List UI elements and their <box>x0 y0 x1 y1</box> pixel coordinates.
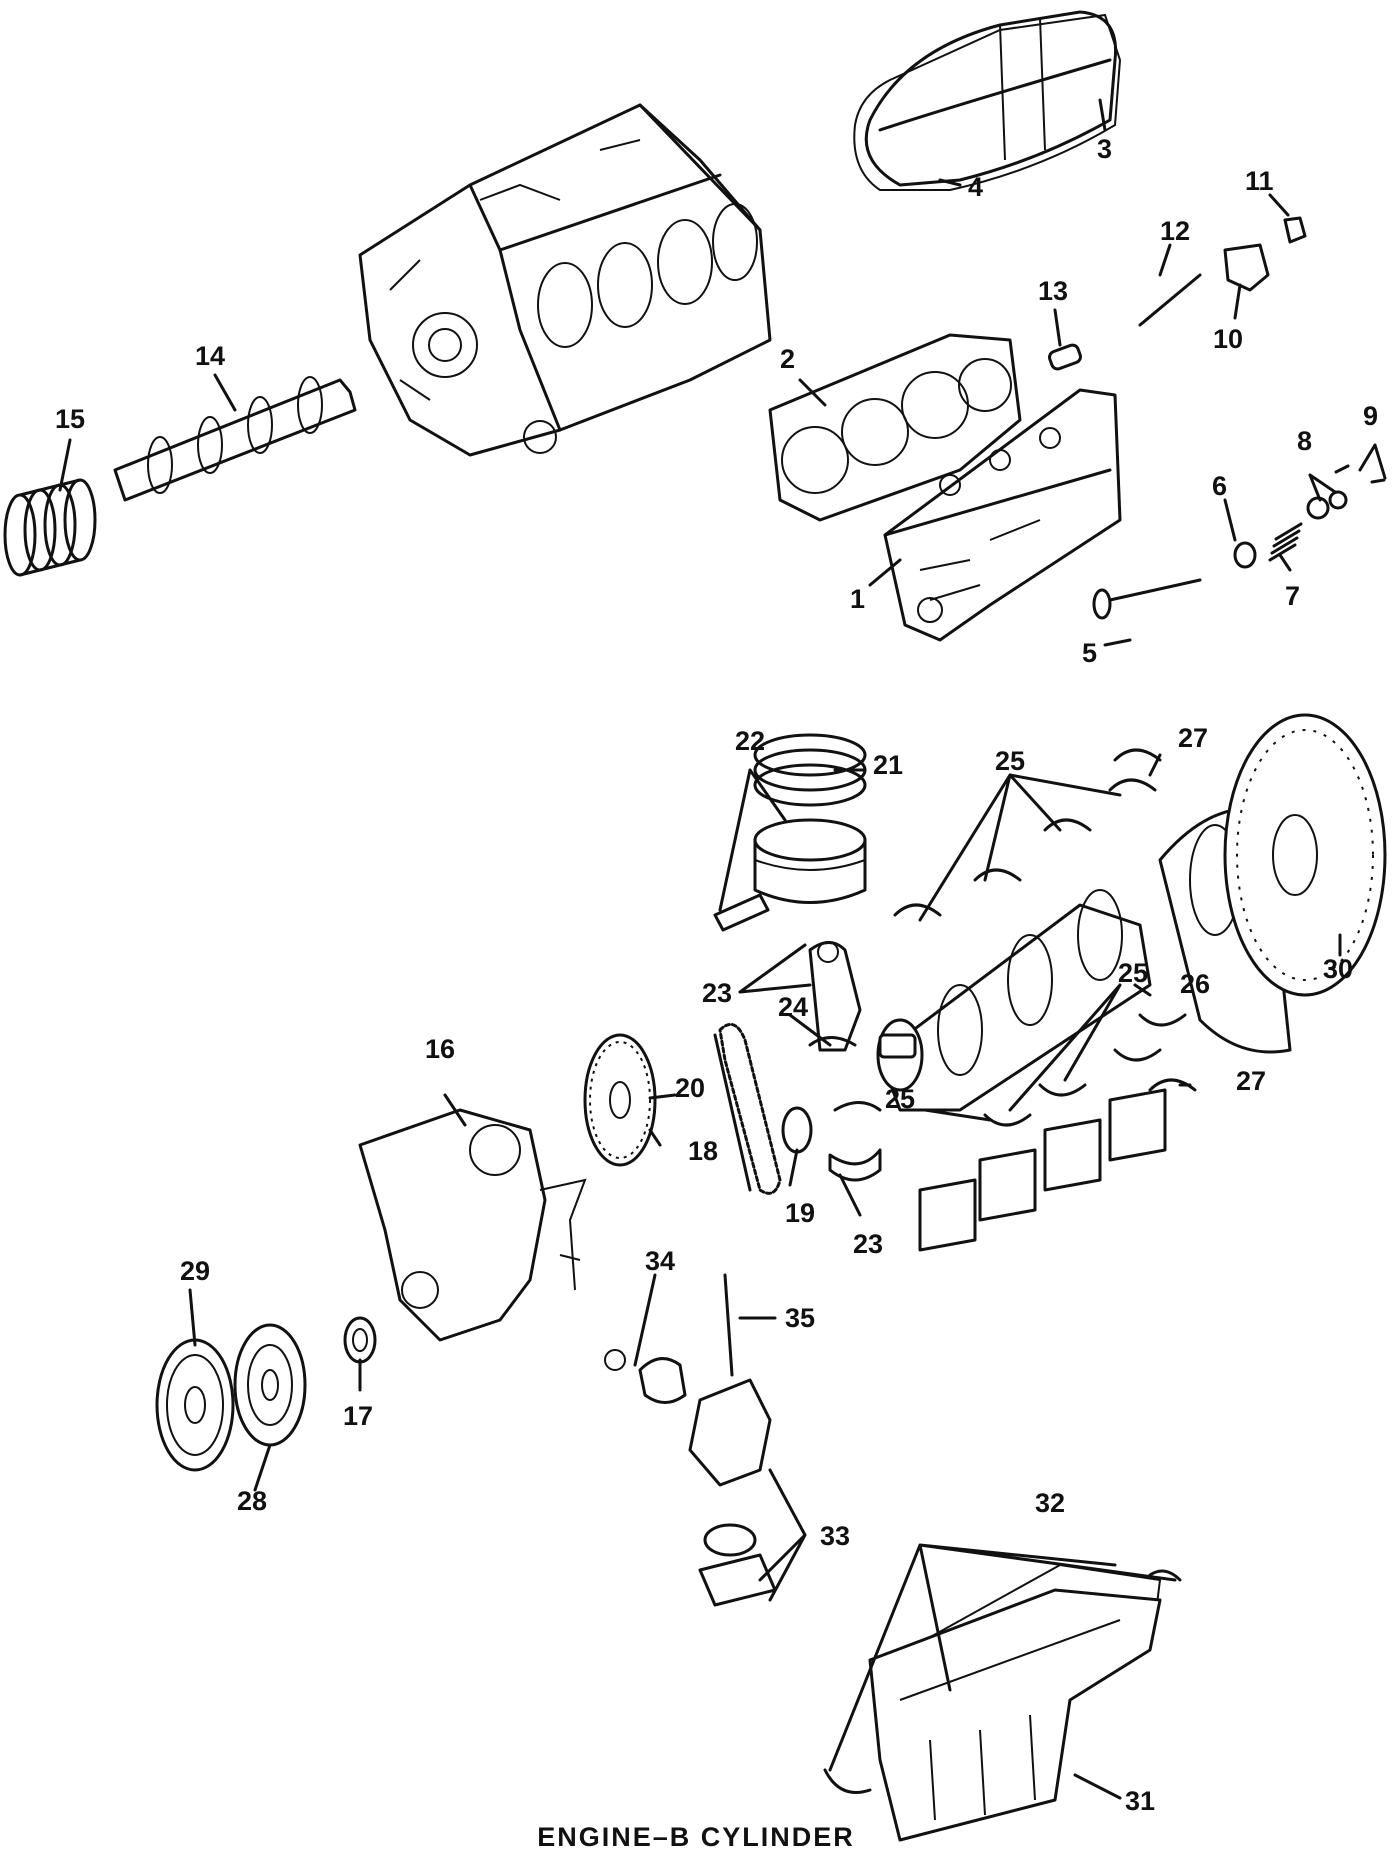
callout-10: 10 <box>1213 324 1243 354</box>
callout-17: 17 <box>343 1401 373 1431</box>
timing-cover <box>358 1108 587 1342</box>
valve-retainer <box>1306 490 1348 520</box>
callout-13: 13 <box>1038 276 1068 306</box>
rocker-arm <box>1223 243 1270 292</box>
lifter <box>1048 343 1082 371</box>
front-seal <box>343 1316 377 1364</box>
callout-33: 33 <box>820 1521 850 1551</box>
callout-3: 3 <box>1097 134 1112 164</box>
callout-25a: 25 <box>995 746 1025 776</box>
diagram-caption: ENGINE–B CYLINDER <box>537 1822 855 1852</box>
oil-pan <box>868 1588 1162 1842</box>
callout-9: 9 <box>1363 401 1378 431</box>
main-bearings <box>893 778 1187 1127</box>
callout-21: 21 <box>873 750 903 780</box>
oil-pump-shaft <box>723 1273 734 1377</box>
connecting-rod <box>808 941 862 1052</box>
callout-25b: 25 <box>1118 958 1148 988</box>
crank-pulley <box>155 1338 235 1472</box>
callout-4: 4 <box>968 172 983 202</box>
callout-29: 29 <box>180 1256 210 1286</box>
callout-31: 31 <box>1125 1786 1155 1816</box>
cylinder-head <box>883 388 1122 642</box>
callout-5: 5 <box>1082 638 1097 668</box>
callout-6: 6 <box>1212 471 1227 501</box>
piston <box>753 818 867 904</box>
valve-seal <box>1233 541 1257 569</box>
callout-26: 26 <box>1180 969 1210 999</box>
pushrod <box>1138 273 1202 327</box>
callout-34: 34 <box>645 1246 675 1276</box>
callout-1: 1 <box>850 584 865 614</box>
callout-23b: 23 <box>853 1229 883 1259</box>
callout-22: 22 <box>735 726 765 756</box>
callout-2: 2 <box>780 344 795 374</box>
thrust-bearings <box>1113 748 1197 1092</box>
engine-block <box>358 103 772 457</box>
callout-27b: 27 <box>1236 1066 1266 1096</box>
leader-lines <box>58 98 1387 1800</box>
valve-cover <box>864 10 1118 187</box>
callout-30: 30 <box>1323 954 1353 984</box>
flywheel <box>1223 713 1387 997</box>
valve-spring <box>1268 522 1303 562</box>
callout-20: 20 <box>675 1073 705 1103</box>
oil-pump <box>688 1378 777 1607</box>
callout-23a: 23 <box>702 978 732 1008</box>
rod-bearings <box>808 1036 882 1182</box>
cam-bearings <box>3 478 97 577</box>
timing-chain <box>713 1022 782 1195</box>
callout-16: 16 <box>425 1034 455 1064</box>
callout-25c: 25 <box>885 1084 915 1114</box>
callout-12: 12 <box>1160 216 1190 246</box>
valve-cover-gasket <box>853 13 1122 191</box>
callout-19: 19 <box>785 1198 815 1228</box>
callout-27a: 27 <box>1178 723 1208 753</box>
crankshaft <box>876 889 1152 1112</box>
callout-7: 7 <box>1285 581 1300 611</box>
callout-35: 35 <box>785 1303 815 1333</box>
callout-11: 11 <box>1245 166 1274 196</box>
callout-8: 8 <box>1297 426 1312 456</box>
piston-pin <box>713 893 770 932</box>
head-gasket <box>768 333 1022 522</box>
callout-24: 24 <box>778 992 808 1022</box>
valve-keepers <box>1334 464 1386 484</box>
crank-sprocket <box>781 1106 813 1154</box>
callout-32: 32 <box>1035 1488 1065 1518</box>
callout-15: 15 <box>55 404 85 434</box>
main-bearing-caps <box>918 1088 1167 1252</box>
valve <box>1092 578 1202 620</box>
callout-28: 28 <box>237 1486 267 1516</box>
callout-labels: 1 2 3 4 5 6 7 8 9 10 11 12 13 14 15 16 1… <box>55 134 1378 1816</box>
camshaft <box>113 376 357 502</box>
harmonic-balancer <box>233 1323 307 1447</box>
oil-pickup <box>604 1349 687 1404</box>
cam-sprocket <box>583 1033 657 1167</box>
callout-18: 18 <box>688 1136 718 1166</box>
rocker-nut <box>1283 216 1307 244</box>
callout-14: 14 <box>195 341 225 371</box>
